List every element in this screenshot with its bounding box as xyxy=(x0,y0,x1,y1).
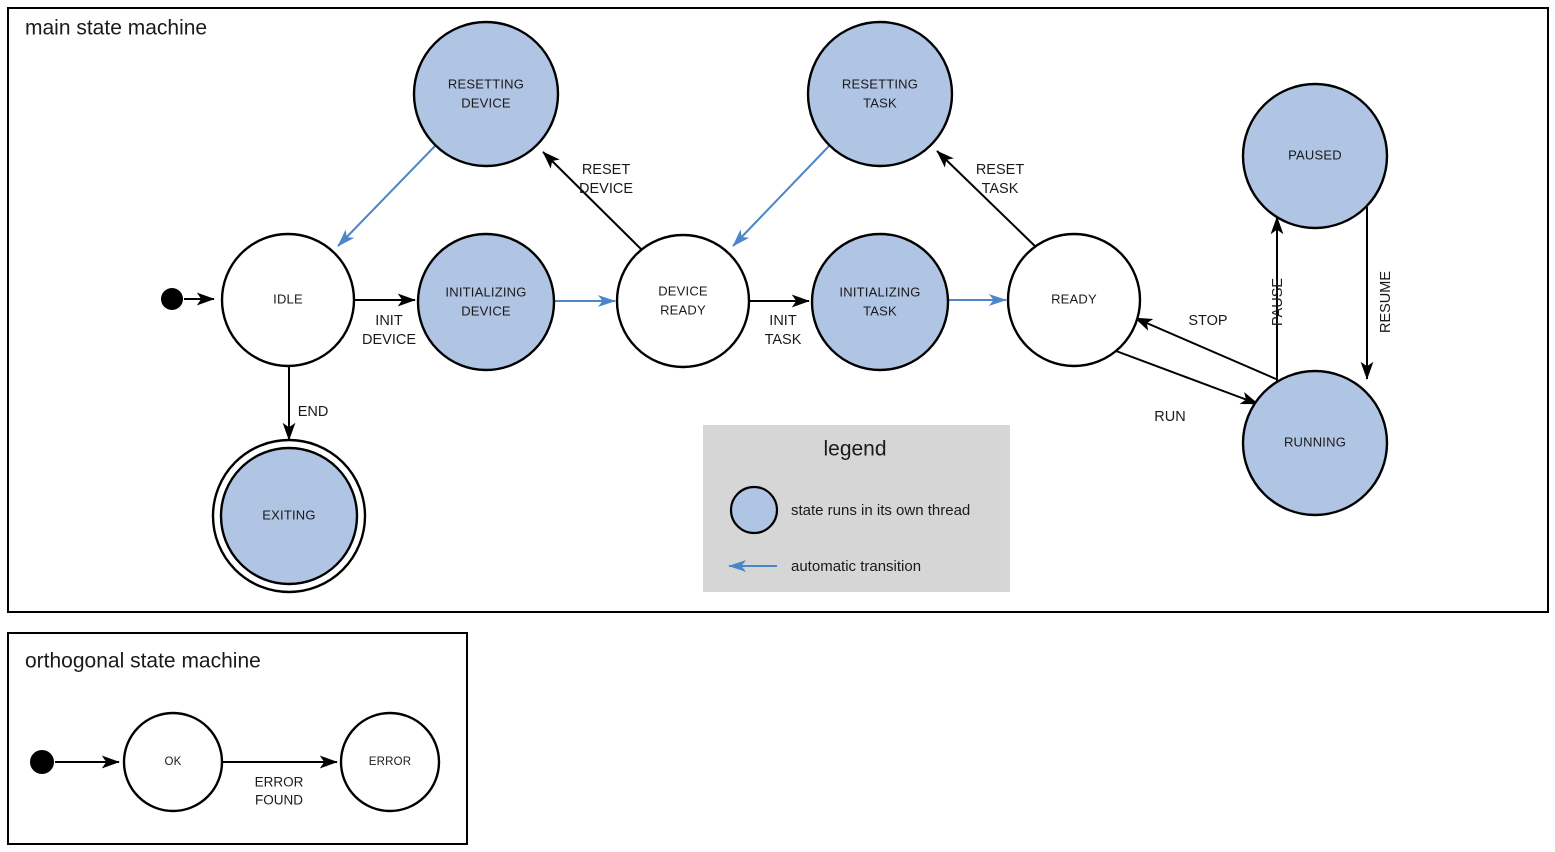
edge-label-reset-device-line2: DEVICE xyxy=(579,181,633,197)
state-ready-label: READY xyxy=(1051,291,1097,306)
edge-label-init-task-line1: INIT xyxy=(769,313,797,329)
orthogonal-initial-state-marker xyxy=(30,750,54,774)
state-initializing-device-label-line2: DEVICE xyxy=(461,303,511,318)
edge-label-error-found-line2: FOUND xyxy=(255,793,303,808)
initial-state-marker xyxy=(161,288,183,310)
state-error-label: ERROR xyxy=(369,756,412,768)
transition-ready-resetting-task: RESET TASK xyxy=(936,150,1040,251)
legend: legend state runs in its own thread auto… xyxy=(703,425,1010,592)
state-resetting-task-label-line2: TASK xyxy=(863,95,897,110)
state-device-ready[interactable]: DEVICE READY xyxy=(615,233,751,369)
transition-ready-running: RUN xyxy=(1115,350,1259,425)
main-frame xyxy=(7,7,1549,613)
edge-label-init-task-line2: TASK xyxy=(765,332,802,348)
state-exiting[interactable]: EXITING xyxy=(211,438,367,594)
edge-label-init-device-line1: INIT xyxy=(375,313,403,329)
state-resetting-task-label-line1: RESETTING xyxy=(842,76,918,91)
state-paused[interactable]: PAUSED xyxy=(1241,82,1389,230)
state-idle[interactable]: IDLE xyxy=(220,232,356,368)
transition-running-ready: STOP xyxy=(1134,313,1277,380)
state-device-ready-label-line2: READY xyxy=(660,302,706,317)
state-initializing-task[interactable]: INITIALIZING TASK xyxy=(810,232,950,372)
state-paused-label: PAUSED xyxy=(1288,147,1342,162)
state-device-ready-label-line1: DEVICE xyxy=(658,283,708,298)
state-resetting-device-label-line2: DEVICE xyxy=(461,95,511,110)
edge-label-end: END xyxy=(298,404,329,420)
state-idle-label: IDLE xyxy=(273,291,303,306)
legend-thread-state-text: state runs in its own thread xyxy=(791,502,970,519)
legend-automatic-transition-text: automatic transition xyxy=(791,558,921,575)
state-exiting-label: EXITING xyxy=(262,507,315,522)
state-resetting-device[interactable]: RESETTING DEVICE xyxy=(412,20,560,168)
state-initializing-device[interactable]: INITIALIZING DEVICE xyxy=(416,232,556,372)
state-initializing-task-label-line1: INITIALIZING xyxy=(839,284,920,299)
state-initializing-device-label-line1: INITIALIZING xyxy=(445,284,526,299)
edge-label-pause: PAUSE xyxy=(1270,278,1286,326)
state-running-label: RUNNING xyxy=(1284,434,1346,449)
legend-item-automatic-transition: automatic transition xyxy=(728,558,921,575)
state-ok-label: OK xyxy=(164,756,181,768)
edge-label-reset-device-line1: RESET xyxy=(582,162,630,178)
edge-label-reset-task-line1: RESET xyxy=(976,162,1024,178)
edge-label-resume: RESUME xyxy=(1378,271,1394,333)
transition-idle-exiting: END xyxy=(282,366,329,441)
orthogonal-frame-title: orthogonal state machine xyxy=(25,650,261,673)
state-ready[interactable]: READY xyxy=(1006,232,1142,368)
state-initializing-task-label-line2: TASK xyxy=(863,303,897,318)
legend-title: legend xyxy=(823,438,886,461)
state-ok[interactable]: OK xyxy=(122,711,224,813)
main-frame-title: main state machine xyxy=(25,17,207,40)
transition-idle-init-device: INIT DEVICE xyxy=(355,293,416,348)
transition-running-paused: PAUSE xyxy=(1270,216,1286,385)
legend-item-thread-state: state runs in its own thread xyxy=(729,485,970,535)
transition-resetting-task-deviceready xyxy=(732,145,830,247)
edge-label-run: RUN xyxy=(1154,409,1185,425)
transition-deviceready-resetting-device: RESET DEVICE xyxy=(542,151,646,254)
edge-label-reset-task-line2: TASK xyxy=(982,181,1019,197)
state-error[interactable]: ERROR xyxy=(339,711,441,813)
state-resetting-task[interactable]: RESETTING TASK xyxy=(806,20,954,168)
transition-deviceready-init-task: INIT TASK xyxy=(750,294,810,348)
edge-label-init-device-line2: DEVICE xyxy=(362,332,416,348)
transition-resetting-device-idle xyxy=(337,145,436,247)
state-resetting-device-label-line1: RESETTING xyxy=(448,76,524,91)
state-running[interactable]: RUNNING xyxy=(1241,369,1389,517)
transition-paused-running: RESUME xyxy=(1360,207,1394,380)
thread-state-circle-icon xyxy=(729,485,779,535)
orthogonal-frame xyxy=(7,632,468,845)
edge-label-stop: STOP xyxy=(1188,313,1227,329)
transition-ok-error: ERROR FOUND xyxy=(222,755,338,808)
edge-label-error-found-line1: ERROR xyxy=(255,775,304,790)
